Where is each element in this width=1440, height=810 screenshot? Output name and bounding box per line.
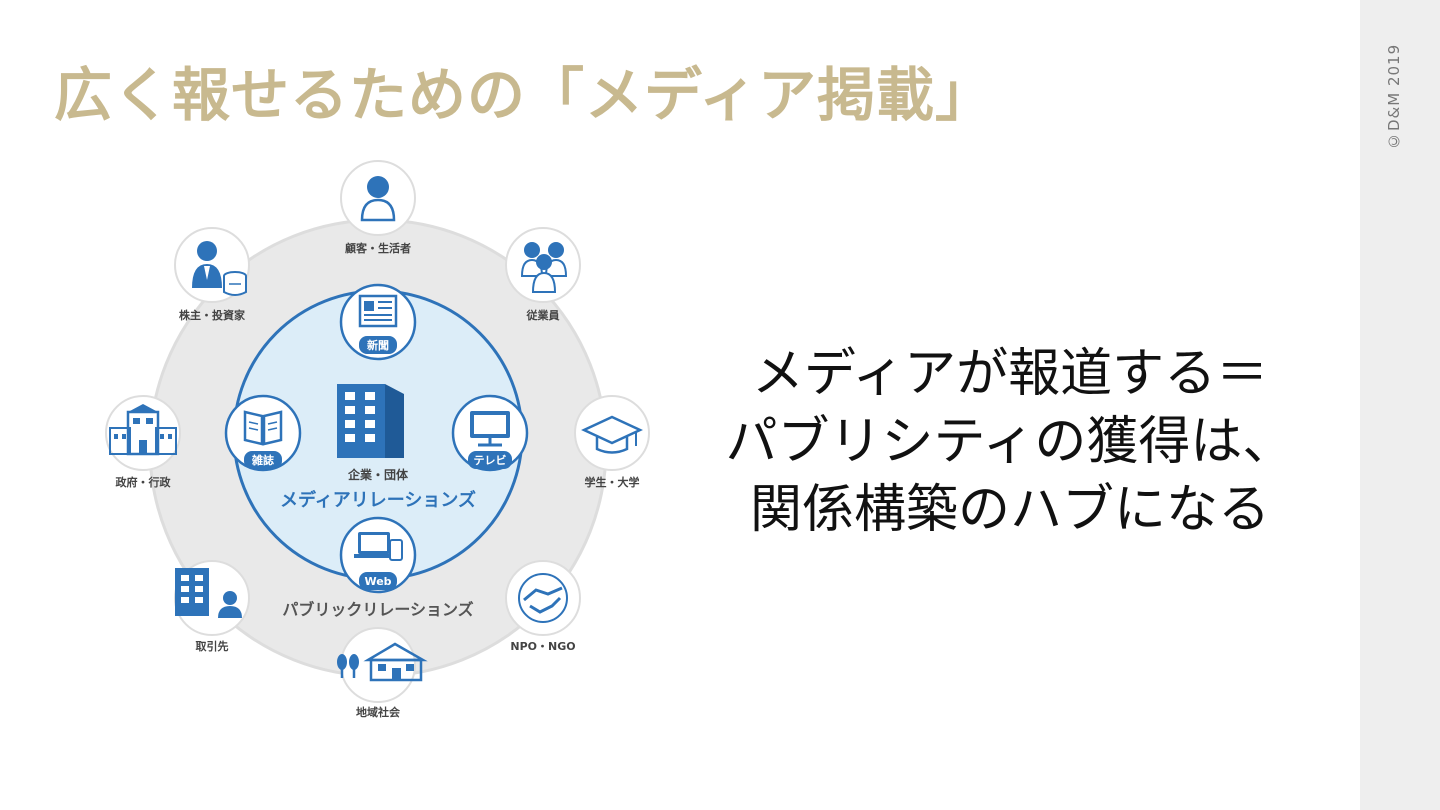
stakeholder-label: 株主・投資家 [179,308,246,322]
stakeholder-students: 学生・大学 [574,395,650,489]
stakeholder-label: NPO・NGO [510,640,575,653]
tv-icon [470,411,510,447]
media-label: テレビ [474,453,507,467]
government-building-icon [109,404,177,456]
key-message: メディアが報道する＝ パブリシティの獲得は、 関係構築のハブになる [700,340,1320,544]
media-label: Web [364,575,391,588]
stakeholder-employees: 従業員 [505,227,581,322]
newspaper-icon [358,294,398,328]
person-icon [360,176,396,222]
business-partner-icon [175,568,242,618]
message-line-1: メディアが報道する＝ [751,344,1269,404]
media-node-web: Web [339,516,417,594]
magazine-icon [243,410,283,446]
stakeholder-label: 顧客・生活者 [345,241,411,255]
stakeholder-customers: 顧客・生活者 [340,160,416,255]
stakeholder-label: 地域社会 [356,705,401,719]
stakeholder-government: 政府・行政 [105,395,181,489]
message-line-2: パブリシティの獲得は、 [725,412,1295,472]
inner-label: メディアリレーションズ [280,489,476,511]
side-band [1360,0,1440,810]
stakeholder-shareholders: 株主・投資家 [174,227,250,322]
company-building-icon [337,384,404,458]
slide-title: 広く報せるための「メディア掲載」 [54,61,994,129]
stakeholder-label: 従業員 [526,308,560,322]
stakeholder-partners: 取引先 [174,560,250,653]
media-label: 新聞 [367,338,389,352]
community-icon [337,642,428,682]
media-label: 雑誌 [251,453,274,467]
graduation-cap-icon [581,415,643,454]
group-icon [520,242,568,293]
stakeholder-npo: NPO・NGO [505,560,581,653]
media-node-magazine: 雑誌 [224,394,302,472]
media-node-newspaper: 新聞 [339,283,417,361]
center-label: 企業・団体 [347,467,409,482]
stakeholder-label: 学生・大学 [585,475,640,489]
stakeholder-community: 地域社会 [337,627,428,719]
web-devices-icon [354,532,403,561]
message-line-3: 関係構築のハブになる [749,480,1270,540]
investor-icon [192,241,247,296]
handshake-icon [518,573,568,623]
stakeholder-label: 取引先 [196,639,229,653]
outer-label: パブリックリレーションズ [282,600,473,619]
media-node-tv: テレビ [451,394,529,472]
stakeholder-label: 政府・行政 [116,475,172,489]
